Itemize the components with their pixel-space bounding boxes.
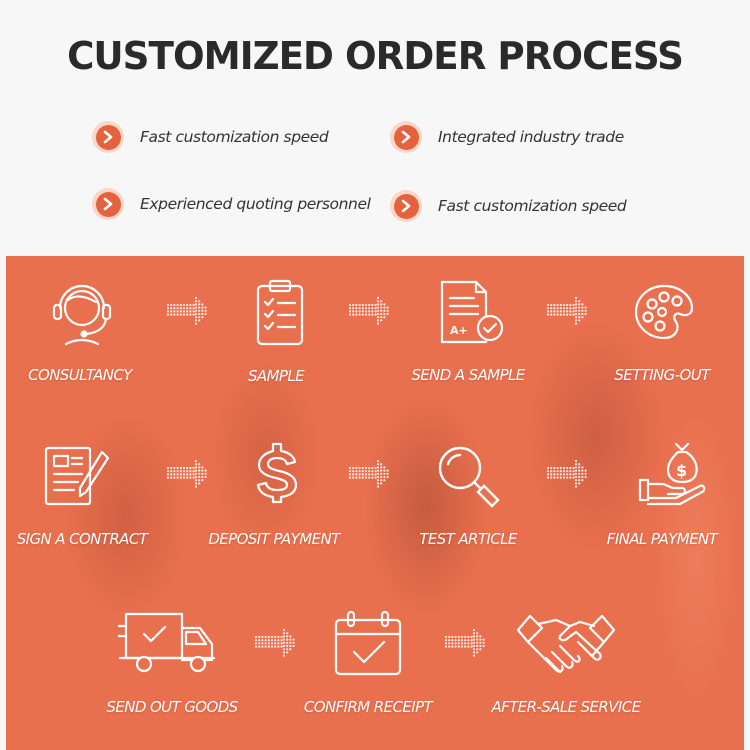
delivery-truck-icon (118, 612, 216, 673)
step-label-deposit-payment: DEPOSIT PAYMENT (208, 530, 340, 548)
calendar-check-icon (334, 610, 402, 676)
chevron-right-icon (390, 121, 422, 153)
money-bag-hand-icon: $ (638, 442, 706, 506)
step-label-confirm-receipt: CONFIRM RECEIPT (303, 698, 433, 716)
palette-icon (634, 284, 694, 340)
feature-item-2: Integrated industry trade (390, 121, 624, 153)
process-panel: A+ (6, 256, 744, 750)
feature-item-4: Fast customization speed (390, 190, 627, 222)
step-label-send-out-goods: SEND OUT GOODS (106, 698, 238, 716)
handshake-icon (516, 614, 616, 674)
feature-text: Fast customization speed (140, 128, 329, 146)
dotted-arrow-icon (254, 628, 295, 657)
chevron-right-icon (92, 121, 124, 153)
step-label-test-article: TEST ARTICLE (419, 530, 517, 548)
dotted-arrow-icon (348, 296, 389, 325)
feature-text: Fast customization speed (438, 197, 627, 215)
feature-item-1: Fast customization speed (92, 121, 329, 153)
background-photo-overlay (6, 256, 744, 750)
step-label-final-payment: FINAL PAYMENT (606, 530, 718, 548)
dotted-arrow-icon (348, 459, 389, 488)
dotted-arrow-icon (166, 459, 207, 488)
chevron-right-icon (390, 190, 422, 222)
feature-item-3: Experienced quoting personnel (92, 188, 371, 220)
contract-pen-icon (44, 446, 110, 506)
document-approved-icon: A+ (440, 280, 504, 344)
dotted-arrow-icon (444, 628, 485, 657)
step-label-setting-out: SETTING-OUT (614, 366, 710, 384)
feature-text: Experienced quoting personnel (140, 195, 371, 213)
svg-text:$: $ (676, 461, 687, 480)
dotted-arrow-icon (166, 296, 207, 325)
step-label-send-a-sample: SEND A SAMPLE (411, 366, 525, 384)
feature-text: Integrated industry trade (438, 128, 624, 146)
dotted-arrow-icon (546, 459, 587, 488)
step-label-sign-a-contract: SIGN A CONTRACT (16, 530, 148, 548)
step-label-consultancy: CONSULTANCY (28, 366, 132, 384)
magnifier-icon (438, 446, 500, 508)
clipboard-checklist-icon (256, 279, 304, 346)
headset-agent-icon (52, 284, 112, 346)
svg-text:A+: A+ (450, 324, 468, 337)
step-label-sample: SAMPLE (247, 367, 305, 385)
dollar-sign-icon (256, 442, 298, 504)
step-label-after-sale-service: AFTER-SALE SERVICE (491, 698, 641, 716)
page-title: CUSTOMIZED ORDER PROCESS (67, 34, 684, 78)
dotted-arrow-icon (546, 296, 587, 325)
chevron-right-icon (92, 188, 124, 220)
